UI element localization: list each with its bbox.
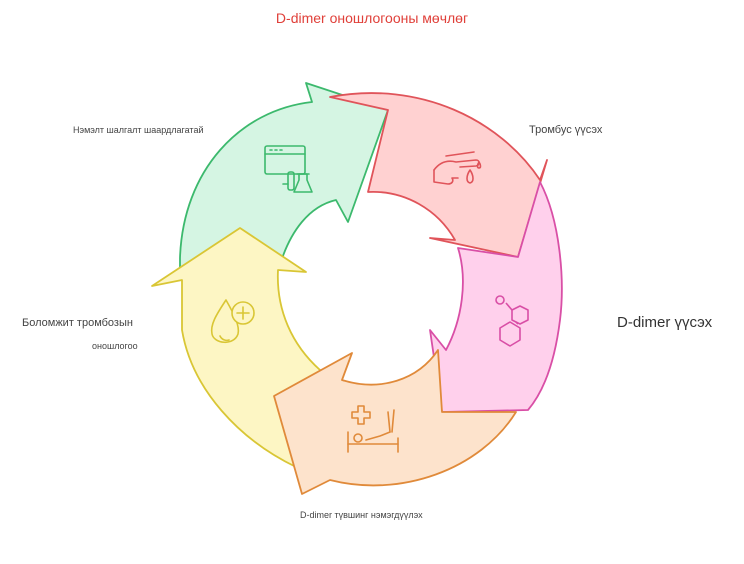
label-thrombus-formation: Тромбус үүсэх xyxy=(529,124,603,136)
drop-plus-icon xyxy=(210,299,255,344)
hospital-bed-icon xyxy=(347,405,399,453)
label-possible-thrombosis-line1: Боломжит тромбозын xyxy=(22,317,133,329)
hand-drop-icon xyxy=(433,151,482,185)
molecule-icon xyxy=(495,295,529,347)
label-possible-thrombosis-line2: оношлогоо xyxy=(92,341,138,351)
browser-flask-icon xyxy=(264,145,313,193)
label-d-dimer-formation: D-dimer үүсэх xyxy=(617,314,713,331)
label-d-dimer-increase: D-dimer түвшинг нэмэгдүүлэх xyxy=(300,510,423,520)
label-additional-tests: Нэмэлт шалгалт шаардлагатай xyxy=(73,125,204,135)
segment-d-dimer-increase xyxy=(273,349,517,495)
segment-additional-tests xyxy=(179,82,389,273)
segment-thrombus-formation xyxy=(329,92,548,258)
diagram-title: D-dimer оношлогооны мөчлөг xyxy=(275,10,469,26)
segment-d-dimer-formation xyxy=(429,181,563,413)
